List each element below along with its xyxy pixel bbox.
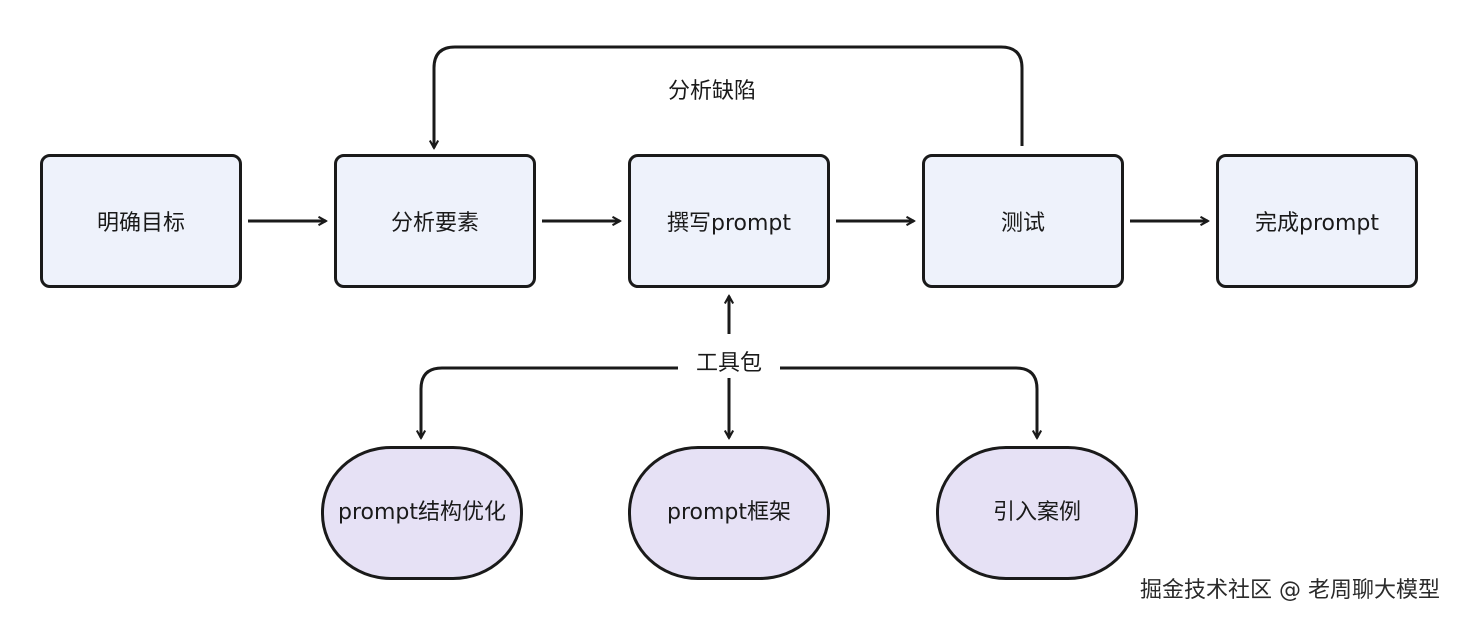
feedback-loop-arrow — [434, 45, 1024, 148]
step-label: 完成prompt — [1254, 211, 1379, 236]
step-complete-prompt: 完成prompt — [1216, 154, 1418, 288]
branch-to-tool3 — [780, 366, 1037, 438]
step-label: 测试 — [1000, 211, 1045, 236]
tool-label: 引入案例 — [992, 500, 1081, 525]
tool-structure-optimization: prompt结构优化 — [321, 446, 523, 580]
toolkit-label: 工具包 — [686, 345, 773, 377]
step-label: 分析要素 — [390, 211, 479, 236]
feedback-label: 分析缺陷 — [666, 73, 759, 105]
tool-label: prompt结构优化 — [338, 500, 507, 525]
step-analyze-elements: 分析要素 — [334, 154, 536, 288]
tool-label: prompt框架 — [666, 500, 791, 525]
branch-to-tool1 — [421, 366, 678, 438]
step-label: 撰写prompt — [666, 211, 791, 236]
step-label: 明确目标 — [96, 211, 185, 236]
watermark: 掘金技术社区 @ 老周聊大模型 — [1140, 578, 1440, 603]
step-test: 测试 — [922, 154, 1124, 288]
step-write-prompt: 撰写prompt — [628, 154, 830, 288]
tool-introduce-examples: 引入案例 — [936, 446, 1138, 580]
tool-prompt-framework: prompt框架 — [628, 446, 830, 580]
step-clarify-goal: 明确目标 — [40, 154, 242, 288]
